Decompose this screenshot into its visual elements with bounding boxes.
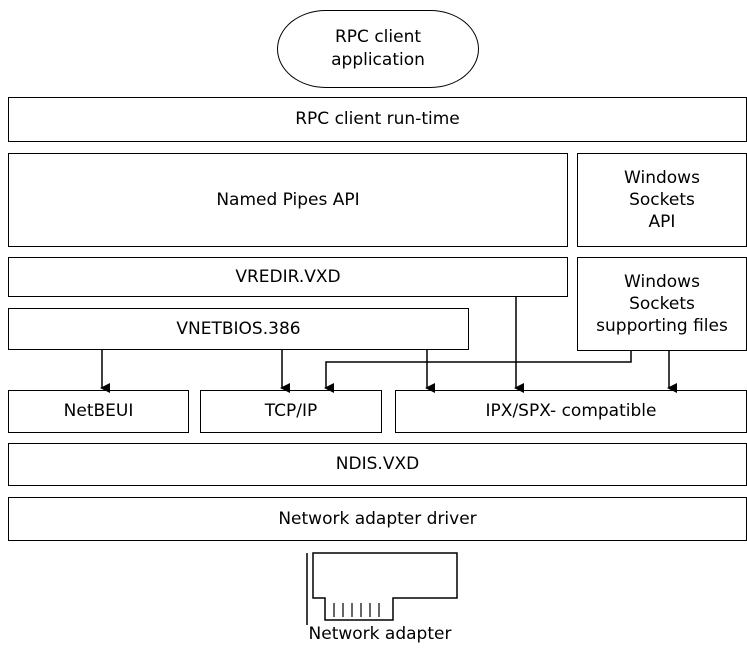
network-adapter-caption: Network adapter	[308, 624, 452, 644]
rpc-client-application-node: RPC client application	[277, 10, 479, 88]
ipx-spx-compatible-protocol: IPX/SPX- compatible	[395, 390, 747, 433]
vnetbios-386-layer: VNETBIOS.386	[8, 308, 469, 350]
arrow-winsock-to-tcpip	[324, 351, 632, 393]
netbeui-protocol: NetBEUI	[8, 390, 189, 433]
vredir-vxd-layer: VREDIR.VXD	[8, 257, 568, 297]
network-adapter-driver-layer: Network adapter driver	[8, 497, 747, 541]
rpc-client-runtime-layer: RPC client run-time	[8, 97, 747, 142]
named-pipes-api-layer: Named Pipes API	[8, 153, 568, 247]
tcpip-protocol: TCP/IP	[200, 390, 382, 433]
network-adapter-card-icon	[306, 552, 458, 625]
ndis-vxd-layer: NDIS.VXD	[8, 443, 747, 486]
windows-sockets-api-layer: Windows Sockets API	[577, 153, 747, 247]
